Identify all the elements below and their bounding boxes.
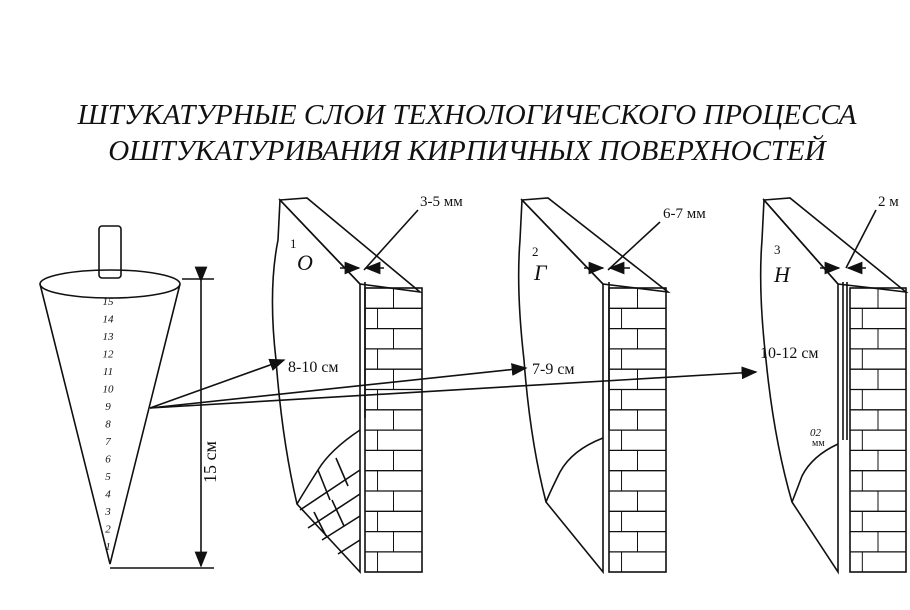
cone-scale-mark: 7 [105, 436, 111, 448]
wall-1-plaster-face [271, 198, 361, 575]
penetration-arrows [149, 358, 758, 409]
wall-2-thickness-label: 6-7 мм [663, 206, 706, 222]
wall-1-layer-letter: О [297, 250, 313, 275]
cone-scale-mark: 15 [103, 296, 115, 308]
cone-scale-mark: 3 [104, 506, 111, 518]
cone-top-ellipse [39, 269, 181, 299]
wall-3-penetration-label: 10-12 см [760, 345, 819, 362]
cone-handle [98, 225, 122, 279]
wall-3-plaster-face [759, 197, 839, 575]
wall-2-penetration-label: 7-9 см [532, 361, 575, 378]
wall-2-cut-edge [545, 437, 604, 503]
cone-scale-mark: 13 [103, 331, 115, 343]
wall-2-brick-rows [609, 288, 666, 572]
wall-3-note-line-2: мм [812, 438, 825, 449]
measuring-cone: 15 14 13 12 11 10 9 8 7 6 5 4 3 2 1 15 см [39, 225, 220, 569]
cone-scale-mark: 9 [105, 401, 111, 413]
diagram-title-line-2: ОШТУКАТУРИВАНИЯ КИРПИЧНЫХ ПОВЕРХНОСТЕЙ [108, 134, 827, 167]
arrow-to-wall-1 [149, 358, 286, 409]
wall-3-thickness-leader [845, 209, 877, 269]
wall-2-number: 2 [532, 244, 539, 259]
wall-1-penetration-label: 8-10 см [288, 359, 339, 376]
cone-scale-mark: 1 [105, 541, 111, 553]
wall-section-1: 1 О 8-10 см 3-5 мм [271, 194, 463, 575]
wall-1-exposed-bricks [299, 457, 361, 555]
cone-scale-mark: 2 [105, 524, 111, 536]
arrow-to-wall-2 [149, 363, 528, 409]
cone-body [39, 283, 181, 565]
wall-2-thickness-leader [607, 221, 661, 271]
wall-3-brick-rows [850, 288, 906, 572]
cone-scale-mark: 6 [105, 454, 111, 466]
wall-3-thickness-label: 2 м [878, 194, 899, 210]
wall-3-layer-letter: Н [773, 262, 791, 287]
wall-3-note-line-1: 02 [810, 427, 822, 439]
cone-scale: 15 14 13 12 11 10 9 8 7 6 5 4 3 2 1 [103, 296, 115, 553]
wall-1-brick-rows [365, 288, 422, 572]
cone-scale-mark: 12 [103, 349, 115, 361]
cone-scale-mark: 10 [103, 384, 115, 396]
wall-1-thickness-label: 3-5 мм [420, 194, 463, 210]
wall-3-number: 3 [774, 242, 781, 257]
cone-scale-mark: 14 [103, 314, 115, 326]
wall-2-plaster-face [517, 198, 604, 575]
cone-scale-mark: 11 [103, 366, 113, 378]
wall-1-top-face [278, 197, 423, 294]
cone-scale-mark: 8 [105, 419, 111, 431]
wall-1-number: 1 [290, 236, 297, 251]
arrow-to-wall-3 [149, 366, 758, 409]
wall-2-layer-letter: Г [533, 260, 548, 285]
wall-section-3: 3 Н 10-12 см 02 мм 2 м [759, 194, 909, 575]
cone-scale-mark: 5 [105, 471, 111, 483]
wall-section-2: 2 Г 7-9 см 6-7 мм [517, 197, 706, 575]
wall-1-exposed-bricks-edge [296, 429, 361, 505]
wall-1-thickness-leader [363, 209, 419, 271]
wall-3-cut-edge [791, 443, 839, 503]
cone-height-label: 15 см [200, 441, 220, 483]
cone-scale-mark: 4 [105, 489, 111, 501]
diagram-title-line-1: ШТУКАТУРНЫЕ СЛОИ ТЕХНОЛОГИЧЕСКОГО ПРОЦЕС… [77, 99, 857, 131]
